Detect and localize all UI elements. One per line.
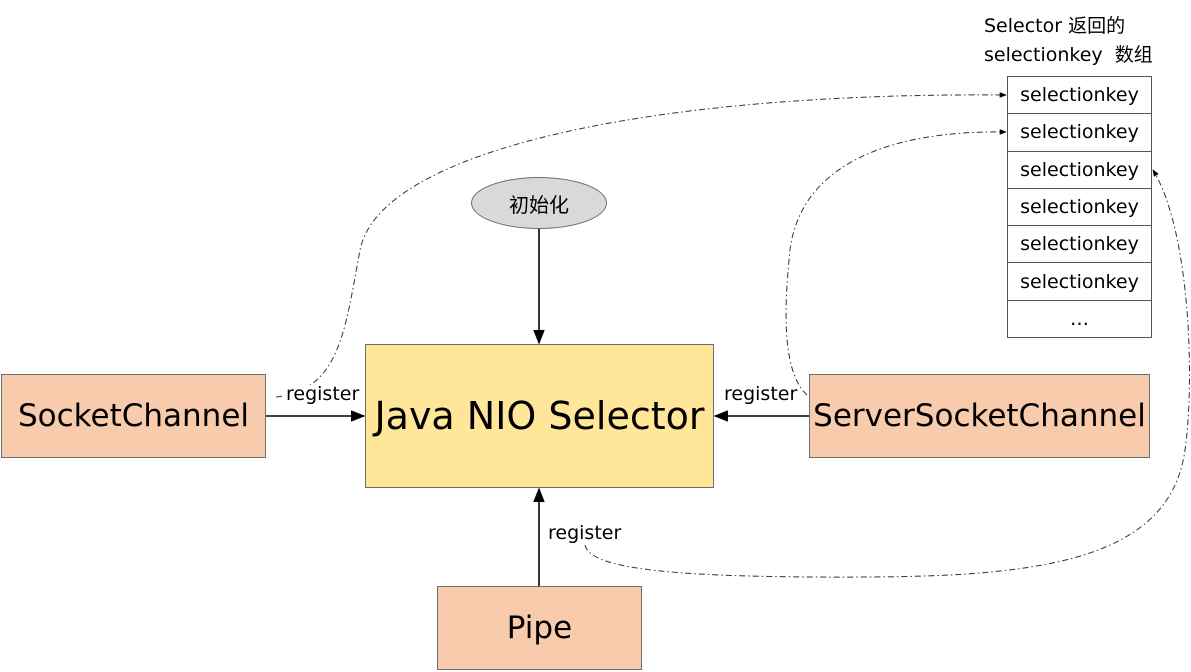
selectionkey-cell: selectionkey bbox=[1008, 188, 1151, 227]
serversocketchannel-node: ServerSocketChannel bbox=[809, 374, 1150, 458]
socketchannel-to-key1-curve bbox=[275, 92, 1007, 398]
pipe-label: Pipe bbox=[506, 610, 573, 646]
selectionkey-cell: selectionkey bbox=[1008, 263, 1151, 301]
selectionkey-cell: selectionkey bbox=[1008, 114, 1151, 152]
selectionkey-cell: selectionkey bbox=[1008, 77, 1151, 115]
selectionkey-cell: selectionkey bbox=[1008, 151, 1151, 189]
selectionkey-ellipsis-cell: … bbox=[1008, 300, 1151, 339]
selector-label: Java NIO Selector bbox=[374, 394, 705, 438]
pipe-node: Pipe bbox=[437, 586, 642, 670]
selectionkey-cell: selectionkey bbox=[1008, 226, 1151, 264]
selectionkey-array: selectionkey selectionkey selectionkey s… bbox=[1007, 76, 1152, 339]
key-array-title-line2: selectionkey 数组 bbox=[984, 44, 1153, 66]
init-label: 初始化 bbox=[509, 192, 569, 217]
key-array-title-line1: Selector 返回的 bbox=[984, 15, 1126, 37]
serversocketchannel-to-key2-curve bbox=[785, 129, 1007, 396]
key-array-title: Selector 返回的 selectionkey 数组 bbox=[984, 12, 1153, 70]
register-label-right: register bbox=[723, 383, 799, 405]
java-nio-selector-node: Java NIO Selector bbox=[365, 344, 714, 488]
init-node: 初始化 bbox=[471, 177, 607, 229]
socketchannel-label: SocketChannel bbox=[17, 398, 250, 434]
register-label-bottom: register bbox=[547, 522, 623, 544]
pipe-to-key3-curve bbox=[584, 169, 1190, 578]
serversocketchannel-label: ServerSocketChannel bbox=[813, 398, 1146, 434]
register-label-left: register bbox=[285, 383, 361, 405]
socketchannel-node: SocketChannel bbox=[1, 374, 266, 458]
